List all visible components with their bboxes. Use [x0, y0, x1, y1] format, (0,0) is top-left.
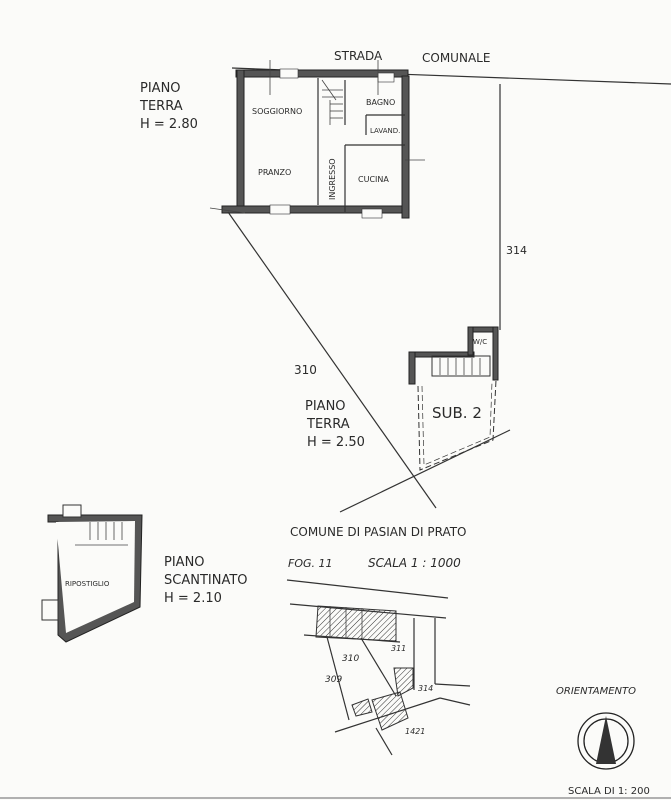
ground-floor-height: H = 2.80	[140, 117, 198, 132]
room-ripostiglio: RIPOSTIGLIO	[65, 580, 110, 588]
room-soggiorno: SOGGIORNO	[252, 107, 302, 116]
road-label-1: STRADA	[334, 49, 383, 63]
sub2-title-1: PIANO	[305, 399, 346, 414]
cadastral-parcel-310: 310	[342, 654, 359, 664]
cadastral-parcel-314: 314	[418, 684, 433, 693]
basement-height: H = 2.10	[164, 591, 222, 606]
parcel-label-314: 314	[506, 244, 527, 257]
room-ingresso: INGRESSO	[328, 158, 337, 200]
cadastral-parcel-1421: 1421	[405, 727, 425, 736]
cadastral-parcel-311: 311	[391, 644, 406, 653]
room-cucina: CUCINA	[358, 175, 389, 184]
basement-title-1: PIANO	[164, 555, 205, 570]
sub2-title-2: TERRA	[306, 417, 350, 432]
cadastral-scale: SCALA 1 : 1000	[368, 556, 461, 570]
parcel-boundary-line	[227, 211, 437, 509]
basement-title-2: SCANTINATO	[164, 573, 248, 588]
room-bagno: BAGNO	[366, 98, 395, 107]
cadastral-map	[286, 579, 471, 756]
road-label-2: COMUNALE	[422, 51, 490, 65]
cadastral-municipality: COMUNE DI PASIAN DI PRATO	[290, 525, 467, 539]
cadastral-parcel-309: 309	[325, 675, 342, 685]
plan-scale: SCALA DI 1: 200	[568, 786, 650, 797]
sub2-plan	[408, 326, 499, 471]
room-wc: W/C	[473, 338, 487, 346]
room-sub2: SUB. 2	[432, 404, 482, 422]
orientation-label: ORIENTAMENTO	[556, 686, 636, 697]
room-lavand: LAVAND.	[370, 127, 400, 135]
ground-floor-title-2: TERRA	[139, 99, 183, 114]
main-house-plan	[209, 60, 425, 219]
ground-floor-title-1: PIANO	[140, 81, 181, 96]
north-arrow-icon	[577, 712, 635, 770]
cadastral-sheet: FOG. 11	[288, 557, 333, 570]
basement-plan	[41, 504, 143, 643]
parcel-label-310: 310	[294, 363, 317, 377]
sub2-height: H = 2.50	[307, 435, 365, 450]
room-pranzo: PRANZO	[258, 168, 291, 177]
parcel-boundary-line	[339, 429, 511, 513]
